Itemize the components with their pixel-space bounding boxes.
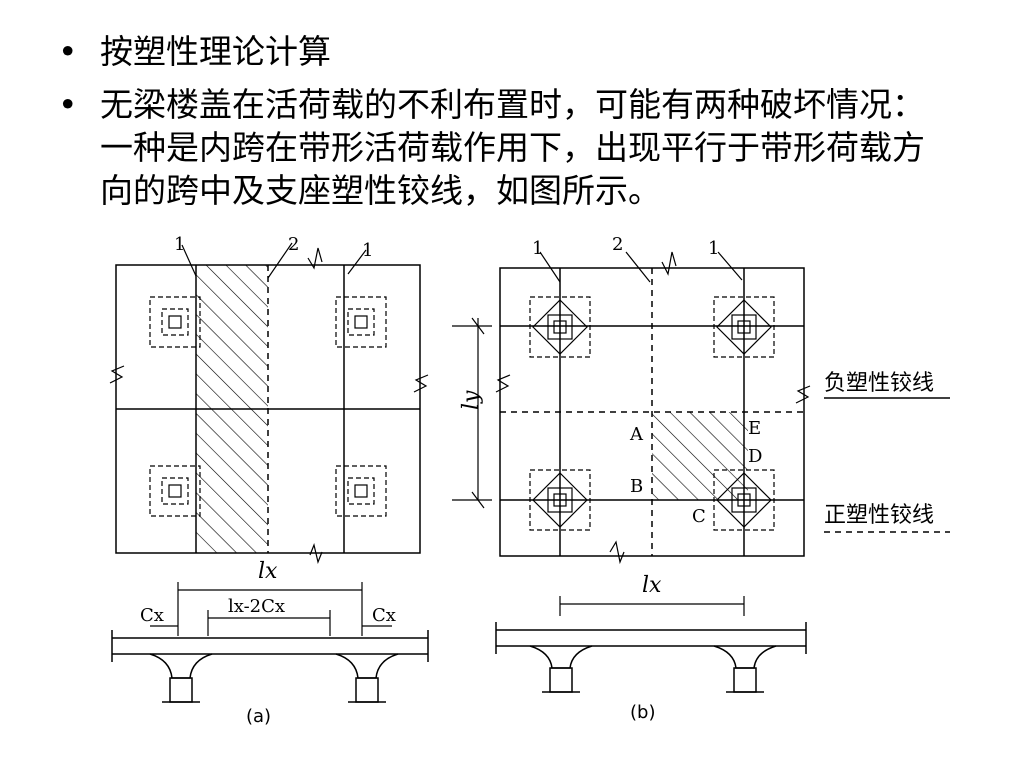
- column-b-tr: [713, 296, 775, 358]
- label-b-2: 2: [612, 234, 623, 255]
- dim-a-lx-minus-2cx: lx-2Cx: [228, 596, 285, 617]
- figure-b-plan: [452, 251, 950, 693]
- dimension-b-lx: [559, 596, 745, 616]
- point-a: A: [629, 424, 644, 445]
- break-mark-b-left: [495, 374, 511, 393]
- bullet-list: • 按塑性理论计算 • 无梁楼盖在活荷载的不利布置时，可能有两种破坏情况： 一种…: [58, 30, 998, 222]
- point-b: B: [630, 476, 643, 497]
- break-mark-a-right: [413, 374, 429, 393]
- column-a-bl: [149, 465, 201, 517]
- dimension-a: [150, 582, 392, 636]
- leader-b-2: [625, 251, 651, 283]
- break-mark-a-top: [307, 247, 323, 270]
- column-b-tl: [529, 296, 591, 358]
- legend-positive-hinge: 正塑性铰线: [824, 503, 934, 528]
- leader-a-1-left: [181, 244, 197, 277]
- caption-a: (a): [246, 706, 271, 727]
- dim-a-lx: lx: [258, 559, 278, 584]
- point-d: D: [748, 446, 762, 467]
- figure-a-plan: [109, 242, 429, 564]
- column-b-bl: [529, 469, 591, 531]
- loaded-panel-hatch-b: [652, 412, 748, 500]
- column-b-br: [713, 469, 775, 531]
- leader-a-1-right: [347, 249, 367, 275]
- column-a-tr: [335, 296, 387, 348]
- dim-b-lx: lx: [642, 573, 662, 598]
- section-a: [111, 630, 429, 703]
- label-b-1-right: 1: [708, 238, 719, 259]
- bullet-text-2: 无梁楼盖在活荷载的不利布置时，可能有两种破坏情况： 一种是内跨在带形活荷载作用下…: [100, 83, 998, 212]
- point-e: E: [748, 418, 761, 439]
- leader-a-2: [267, 242, 293, 279]
- dim-a-cx-right: Cx: [372, 605, 396, 626]
- label-a-1-right: 1: [362, 240, 373, 261]
- break-mark-b-top: [661, 251, 677, 276]
- break-mark-a-bottom: [309, 543, 323, 564]
- leader-b-1-right: [717, 251, 743, 281]
- bullet-2-line-1: 无梁楼盖在活荷载的不利布置时，可能有两种破坏情况：: [100, 85, 925, 124]
- bullet-2-line-3: 向的跨中及支座塑性铰线，如图所示。: [100, 171, 661, 210]
- bullet-item-1: • 按塑性理论计算: [58, 30, 998, 73]
- leader-b-1-left: [539, 251, 561, 283]
- caption-b: (b): [630, 702, 655, 723]
- section-b: [495, 622, 807, 693]
- bullet-item-2: • 无梁楼盖在活荷载的不利布置时，可能有两种破坏情况： 一种是内跨在带形活荷载作…: [58, 83, 998, 212]
- legend-negative-hinge: 负塑性铰线: [824, 371, 934, 396]
- bullet-dot: •: [58, 85, 78, 124]
- label-b-1-left: 1: [532, 238, 543, 259]
- column-a-tl: [149, 296, 201, 348]
- break-mark-a-left: [109, 365, 125, 384]
- dim-a-cx-left: Cx: [140, 605, 164, 626]
- dimension-b-ly: [452, 317, 492, 509]
- bullet-1-line-1: 按塑性理论计算: [100, 32, 331, 71]
- break-mark-b-bottom: [609, 540, 625, 565]
- label-a-1-left: 1: [174, 234, 185, 255]
- label-a-2: 2: [288, 234, 299, 255]
- dim-b-ly: ly: [459, 390, 484, 410]
- bullet-text-1: 按塑性理论计算: [100, 30, 998, 73]
- break-mark-b-right: [795, 385, 811, 404]
- loaded-strip-hatch-a: [196, 265, 268, 553]
- point-c: C: [692, 506, 706, 527]
- bullet-dot: •: [58, 32, 78, 71]
- column-a-br: [335, 465, 387, 517]
- bullet-2-line-2: 一种是内跨在带形活荷载作用下，出现平行于带形荷载方: [100, 128, 925, 167]
